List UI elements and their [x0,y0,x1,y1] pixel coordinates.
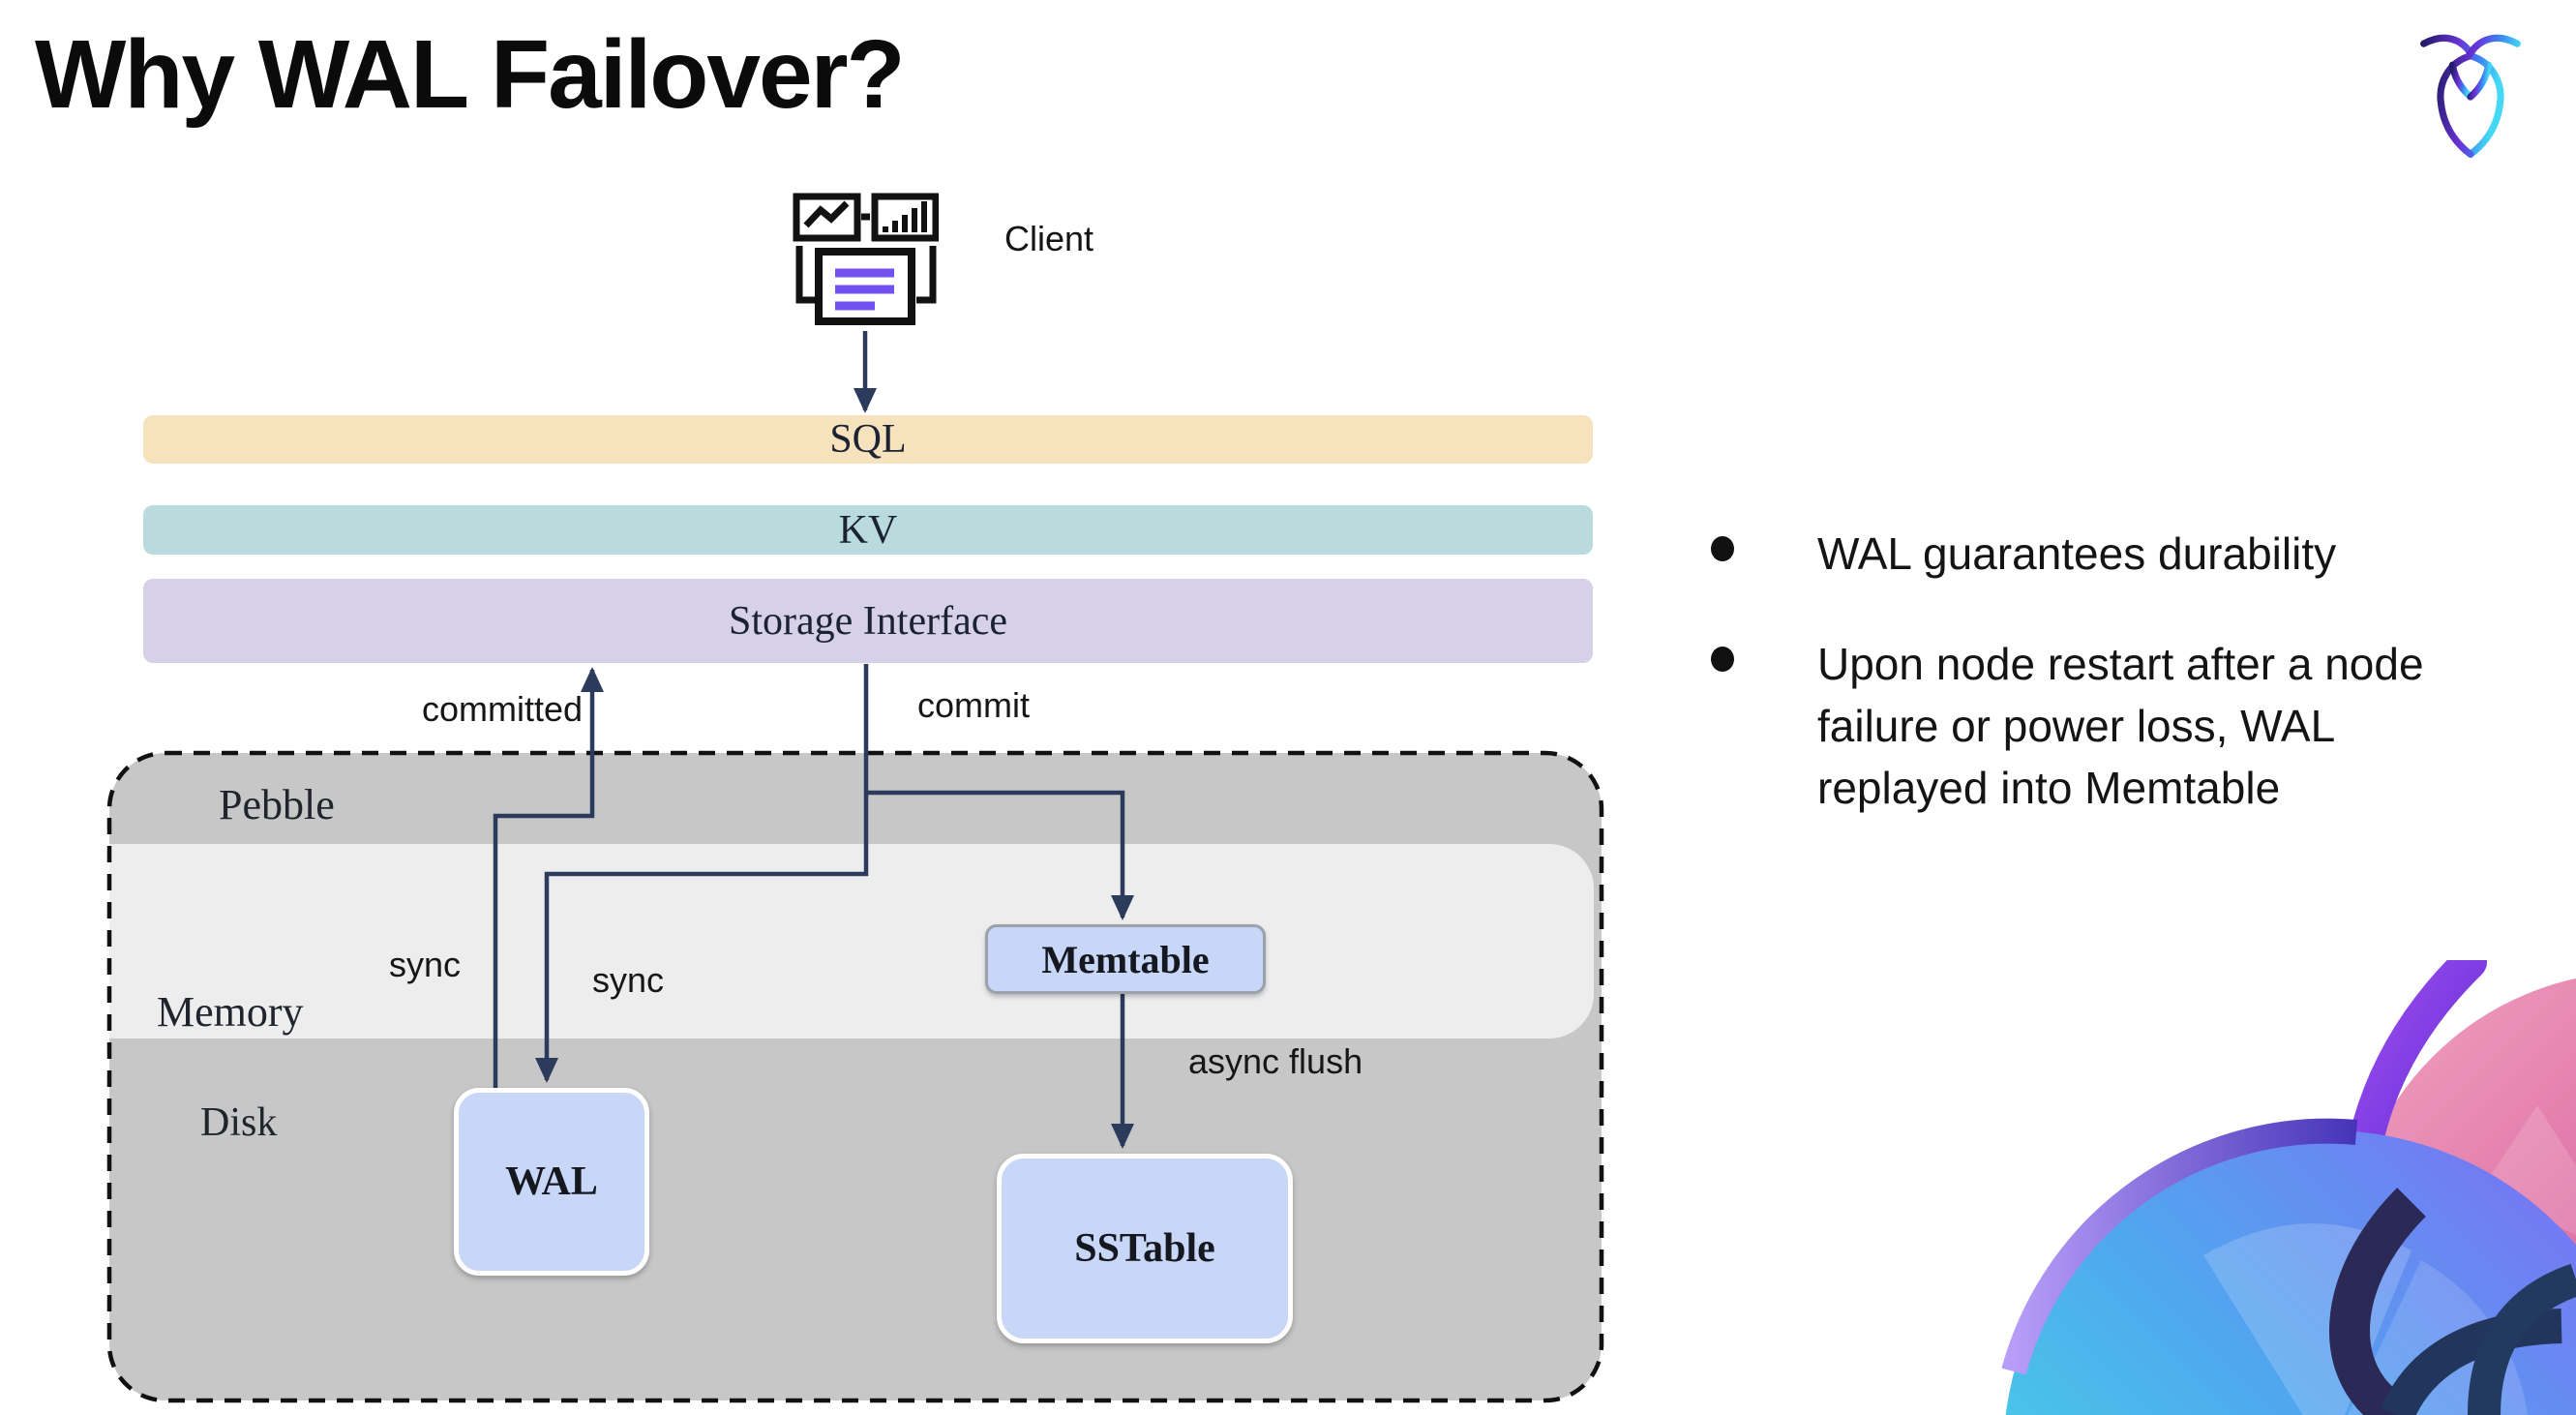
node-sstable-label: SSTable [1074,1226,1215,1271]
bar-chart-icon [871,193,939,242]
layer-bar-storage-interface: Storage Interface [143,579,1593,663]
client-icon [793,193,939,325]
cockroachdb-brand-graphic [2001,960,2576,1415]
layer-bar-storage-label: Storage Interface [729,598,1007,644]
memory-label: Memory [157,988,304,1036]
arrow-commit-to-memtable [866,790,1134,920]
bullet-item: Upon node restart after a node failure o… [1709,633,2483,819]
layer-bar-sql: SQL [143,415,1593,464]
cockroachdb-logo-icon [2420,34,2521,158]
edge-label-sync-left: sync [388,945,461,984]
bullet-list: WAL guarantees durability Upon node rest… [1709,523,2483,867]
layer-bar-sql-label: SQL [829,417,907,462]
bullet-dot-icon [1711,647,1734,672]
pebble-label: Pebble [219,781,335,828]
node-wal: WAL [454,1088,649,1276]
layer-bar-kv: KV [143,505,1593,555]
pebble-dashed-border [106,750,1604,1403]
edge-label-commit: commit [917,685,1030,725]
edge-label-sync-right: sync [592,960,665,1000]
node-memtable: Memtable [985,924,1266,994]
bullet-text: WAL guarantees durability [1817,528,2337,579]
arrow-storage-sync-to-wal [535,664,869,1083]
slide-title: Why WAL Failover? [35,20,906,129]
bullet-item: WAL guarantees durability [1709,523,2483,585]
disk-label: Disk [200,1100,278,1145]
layer-bar-kv-label: KV [838,507,898,553]
arrow-wal-committed-to-storage [493,667,604,1088]
edge-label-async-flush: async flush [1188,1041,1363,1081]
node-wal-label: WAL [505,1159,598,1204]
memory-band [109,844,1594,1039]
node-memtable-label: Memtable [1041,937,1210,981]
node-sstable: SSTable [997,1154,1293,1343]
chart-line-icon [793,193,861,242]
bullet-dot-icon [1711,536,1734,561]
sql-shell-icon [795,246,937,325]
edge-label-committed: committed [421,689,583,729]
client-label: Client [1004,219,1094,258]
bullet-text: Upon node restart after a node failure o… [1817,639,2424,813]
